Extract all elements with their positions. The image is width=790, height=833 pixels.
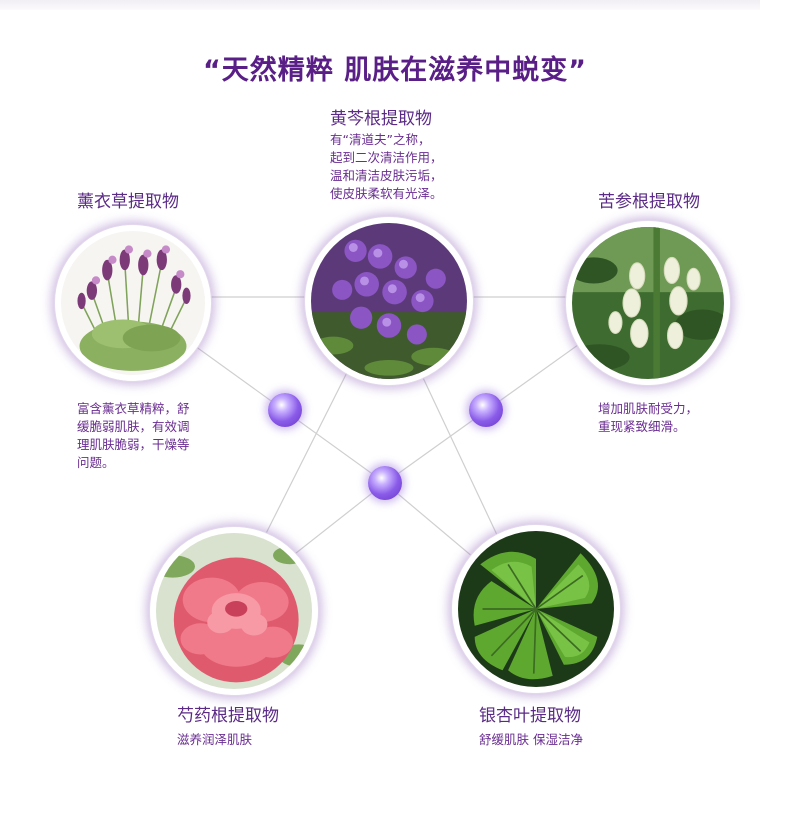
connector-orb-left bbox=[268, 393, 302, 427]
lavender-name: 薰衣草提取物 bbox=[77, 192, 179, 212]
lavender-description: 富含薰衣草精粹，舒 缓脆弱肌肤，有效调 理肌肤脆弱，干燥等 问题。 bbox=[77, 401, 190, 470]
lavender-image bbox=[55, 225, 211, 381]
ginkgo-name: 银杏叶提取物 bbox=[479, 706, 581, 726]
connector-orb-center bbox=[368, 466, 402, 500]
ginkgo-leaf-image bbox=[452, 525, 620, 693]
scutellaria-description: 有“清道夫”之称， 起到二次清洁作用， 温和清洁皮肤污垢， 使皮肤柔软有光泽。 bbox=[330, 132, 443, 201]
peony-description: 滋养润泽肌肤 bbox=[177, 732, 253, 747]
sophora-name: 苦参根提取物 bbox=[598, 192, 700, 212]
page-title: “天然精粹 肌肤在滋养中蜕变” bbox=[203, 55, 587, 86]
scutellaria-name: 黄芩根提取物 bbox=[330, 109, 432, 129]
sophora-flower-image bbox=[566, 221, 730, 385]
peony-flower-image bbox=[150, 527, 318, 695]
connector-orb-right bbox=[469, 393, 503, 427]
peony-name: 芍药根提取物 bbox=[177, 706, 279, 726]
ginkgo-description: 舒缓肌肤 保湿洁净 bbox=[479, 732, 583, 747]
scutellaria-flower-image bbox=[305, 217, 473, 385]
sophora-description: 增加肌肤耐受力， 重现紧致细滑。 bbox=[598, 401, 699, 434]
top-divider bbox=[0, 0, 760, 10]
